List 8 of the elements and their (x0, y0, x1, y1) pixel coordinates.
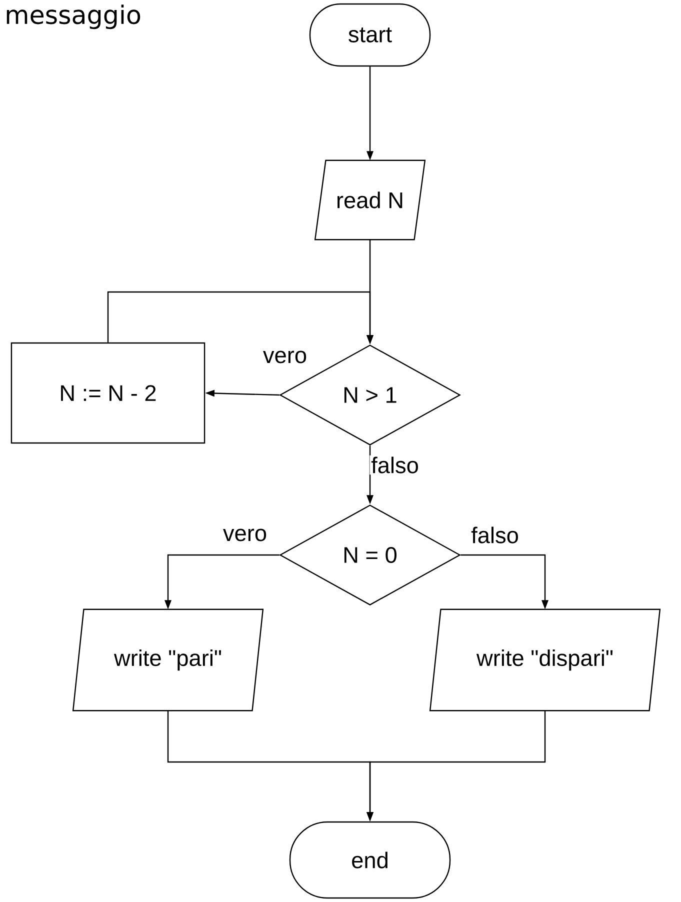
edge-label: vero (222, 527, 268, 543)
edge-label: falso (370, 455, 420, 475)
io-parallelogram: write "pari" (72, 608, 264, 712)
io-parallelogram: write "dispari" (429, 608, 661, 712)
note-text: messaggio (6, 4, 140, 30)
process-box: N := N - 2 (10, 342, 206, 444)
edge-label: falso (470, 525, 520, 545)
io-parallelogram: read N (314, 160, 426, 240)
